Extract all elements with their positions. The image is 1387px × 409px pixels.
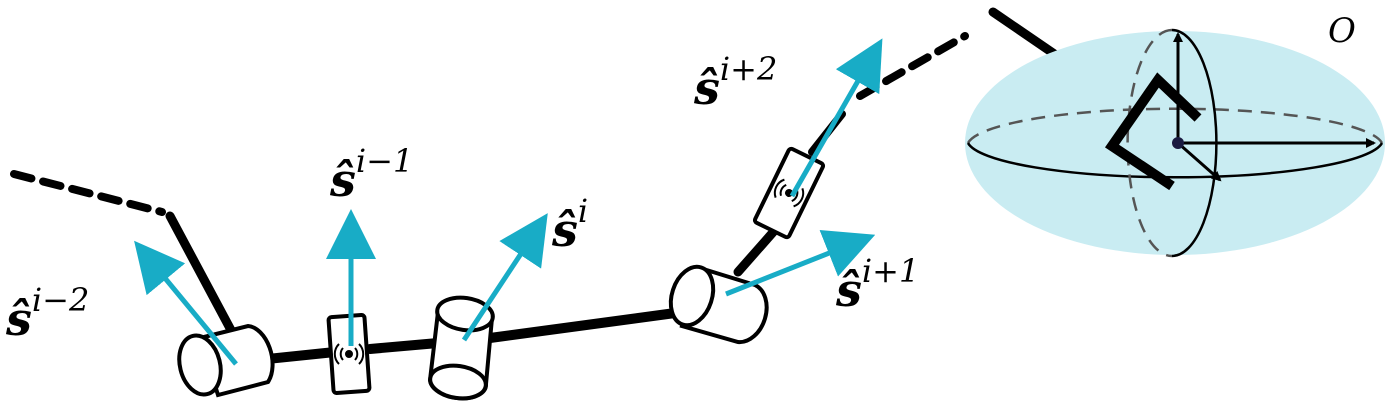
label-s-i-minus-1: ŝi−1 bbox=[329, 142, 413, 207]
ellipsoid-equator-front bbox=[966, 142, 1384, 179]
link-dashed-left bbox=[10, 170, 166, 216]
end-frame-ellipsoid bbox=[965, 28, 1385, 258]
link-dashed-right bbox=[856, 32, 969, 100]
label-s-i-plus-2: ŝi+2 bbox=[693, 50, 777, 115]
wireless-sensor-icon bbox=[333, 343, 365, 365]
axis-labels: ŝi−2 ŝi−1 ŝi ŝi+1 ŝi+2 O bbox=[5, 11, 1356, 346]
revolute-joint-1 bbox=[177, 323, 275, 398]
revolute-joint-3 bbox=[427, 295, 495, 401]
ellipsoid-equator-back bbox=[966, 107, 1384, 144]
frame-axes bbox=[1172, 32, 1376, 182]
frame-label: O bbox=[1328, 11, 1356, 51]
label-s-i-plus-1: ŝi+1 bbox=[835, 252, 919, 317]
axis-arrow-i-plus-2 bbox=[789, 38, 883, 198]
link-sensor1-joint3 bbox=[365, 338, 443, 354]
axis-y bbox=[1177, 141, 1222, 182]
wireless-sensor-1 bbox=[326, 313, 372, 395]
chain-links bbox=[10, 7, 1150, 367]
label-s-i: ŝi bbox=[551, 192, 588, 257]
axis-arrow-i bbox=[461, 213, 548, 342]
link-left-vertical bbox=[165, 211, 237, 337]
label-s-i-minus-2: ŝi−2 bbox=[5, 281, 89, 346]
axis-arrows bbox=[134, 38, 883, 366]
link-joint4-sensor2 bbox=[733, 225, 780, 277]
axis-arrow-i-minus-2 bbox=[134, 240, 238, 366]
ellipsoid-meridian-back bbox=[1126, 28, 1173, 258]
revolute-joint-4 bbox=[668, 264, 769, 345]
frame-origin bbox=[1172, 137, 1184, 149]
axis-arrow-i-plus-1 bbox=[725, 229, 876, 297]
